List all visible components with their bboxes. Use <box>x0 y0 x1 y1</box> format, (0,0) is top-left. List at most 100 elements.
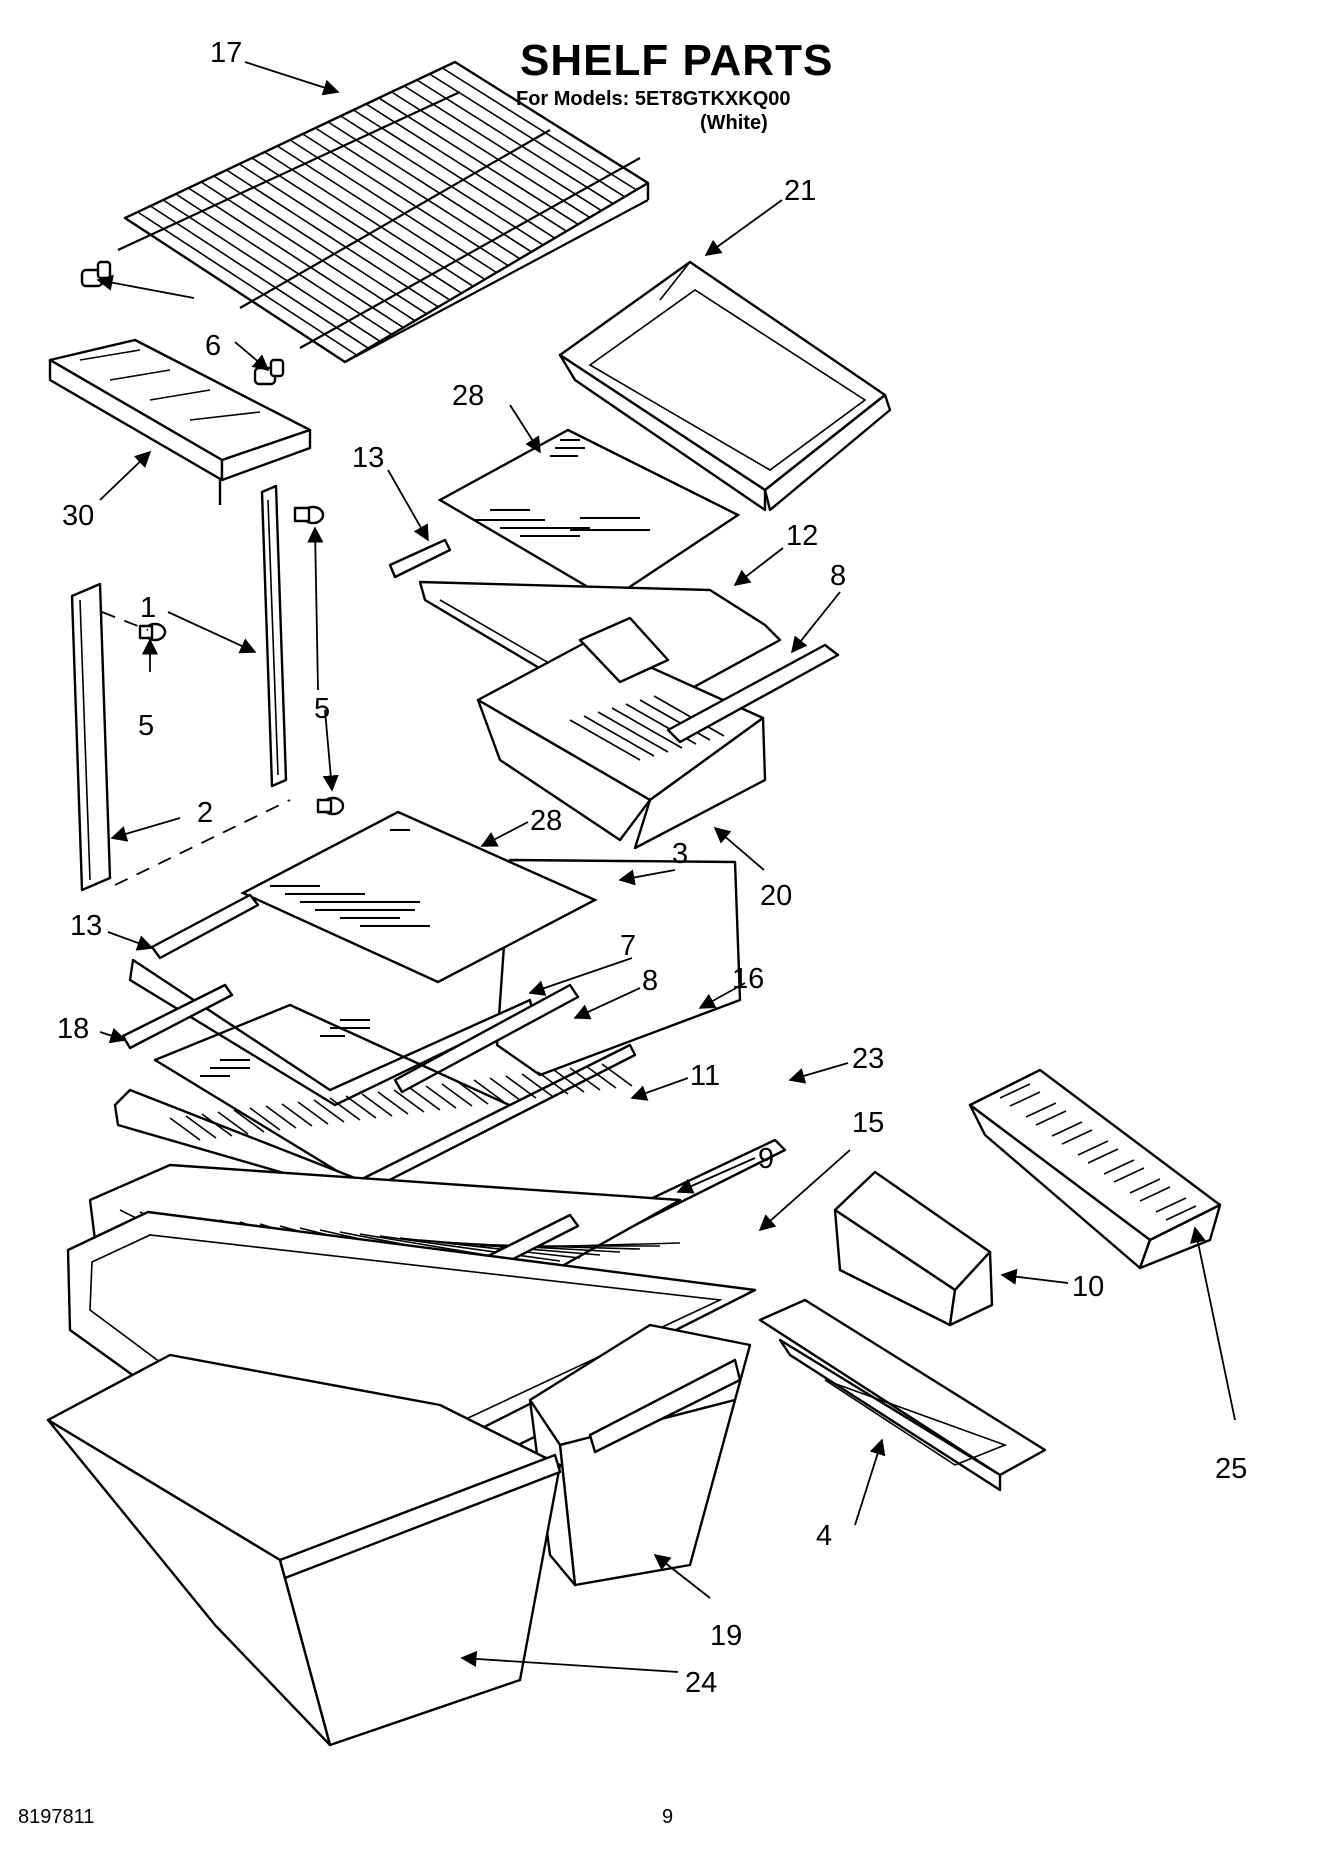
drawing-stroke <box>1155 1197 1187 1213</box>
drawing-stroke <box>999 1083 1031 1099</box>
page-title: SHELF PARTS <box>520 36 834 85</box>
drawing-stroke <box>1051 1121 1083 1137</box>
drawing-stroke <box>1129 1178 1161 1194</box>
callout-13-top: 13 <box>352 442 384 474</box>
drawing-stroke <box>1165 1205 1197 1221</box>
drawing-stroke <box>1087 1148 1119 1164</box>
support-peg-part-6 <box>80 260 285 386</box>
drawing-stroke <box>441 67 637 191</box>
drawing-stroke <box>329 1097 361 1121</box>
drawing-stroke <box>429 73 626 198</box>
callout-labels: 17 6 30 21 28 13 12 8 1 5 5 2 28 3 20 13… <box>57 37 1247 1699</box>
drawing-stroke <box>521 1073 553 1097</box>
callout-3: 3 <box>672 838 688 870</box>
callout-11: 11 <box>690 1060 720 1092</box>
drawing-stroke <box>639 699 711 741</box>
drawing-stroke <box>302 133 509 267</box>
callout-8-lower: 8 <box>642 965 658 997</box>
callout-8-top: 8 <box>830 560 846 592</box>
ice-tray-part-25 <box>968 1068 1222 1270</box>
drawing-stroke <box>416 79 614 205</box>
callout-16: 16 <box>732 963 764 995</box>
drawing-stroke <box>569 1067 601 1091</box>
color-line: (White) <box>700 112 768 134</box>
drawing-stroke <box>313 1099 345 1123</box>
callout-12: 12 <box>786 520 818 552</box>
crisper-drawer-part-24 <box>46 1353 562 1747</box>
meat-drawer-part-20 <box>476 616 767 850</box>
bracket-part-4 <box>758 1298 1047 1492</box>
drawing-stroke <box>249 1107 281 1131</box>
bin-part-10 <box>833 1170 994 1327</box>
drawing-stroke <box>391 91 591 219</box>
callout-28-top: 28 <box>452 380 484 412</box>
drawing-stroke <box>188 187 404 329</box>
shelf-rail-part-1 <box>260 484 288 788</box>
drawing-stroke <box>345 1095 377 1119</box>
drawing-stroke <box>1035 1110 1067 1126</box>
drawing-stroke <box>1077 1140 1109 1156</box>
callout-24: 24 <box>685 1667 717 1699</box>
drawing-stroke <box>314 127 521 260</box>
drawing-stroke <box>473 1079 505 1103</box>
drawing-stroke <box>137 211 358 356</box>
drawing-stroke <box>124 217 346 363</box>
callout-28-mid: 28 <box>530 805 562 837</box>
shelf-frame-part-7 <box>128 958 580 1107</box>
drawing-stroke <box>489 1077 521 1101</box>
drawing-stroke <box>1061 1129 1093 1145</box>
leader-lines <box>96 61 1236 1673</box>
drawing-stroke <box>297 1101 329 1125</box>
drawing-stroke <box>251 157 462 294</box>
drawing-stroke <box>457 1081 489 1105</box>
callout-7: 7 <box>620 930 636 962</box>
callout-1: 1 <box>140 592 156 624</box>
callout-21: 21 <box>784 175 816 207</box>
drawing-stroke <box>1025 1102 1057 1118</box>
drawing-stroke <box>289 139 497 274</box>
callout-13-lower: 13 <box>70 910 102 942</box>
callout-5-right: 5 <box>314 693 330 725</box>
callout-4: 4 <box>816 1520 832 1552</box>
drawing-stroke <box>175 193 393 336</box>
drawing-stroke <box>441 1083 473 1107</box>
callout-25: 25 <box>1215 1453 1247 1485</box>
drawing-stroke <box>505 1075 537 1099</box>
drawing-stroke <box>585 1065 617 1089</box>
drawing-stroke <box>454 61 649 184</box>
drawing-stroke <box>162 199 381 343</box>
drawing-stroke <box>393 1089 425 1113</box>
wire-shelf-part-17 <box>117 60 650 364</box>
drawing-stroke <box>213 175 428 315</box>
drawing-stroke <box>409 1087 441 1111</box>
drawing-stroke <box>340 115 544 246</box>
drawing-stroke <box>583 715 655 757</box>
drawing-stroke <box>378 97 579 225</box>
document-number: 8197811 <box>18 1806 95 1828</box>
drawing-stroke <box>353 109 556 239</box>
drawing-stroke <box>265 1105 297 1129</box>
drawing-stroke <box>185 1115 217 1139</box>
drawing-stroke <box>1139 1186 1171 1202</box>
callout-23: 23 <box>852 1043 884 1075</box>
drawing-stroke <box>264 151 474 287</box>
drawing-stroke <box>217 1111 249 1135</box>
callout-19: 19 <box>710 1620 742 1652</box>
callout-9: 9 <box>758 1143 774 1175</box>
callout-6: 6 <box>205 330 221 362</box>
trim-part-18 <box>121 983 234 1050</box>
callout-20: 20 <box>760 880 792 912</box>
drawing-stroke <box>200 181 416 322</box>
drawing-stroke <box>238 163 451 301</box>
drawing-stroke <box>379 1235 561 1262</box>
callout-2: 2 <box>197 797 213 829</box>
trim-part-13-top <box>388 538 452 579</box>
drawing-stroke <box>403 85 602 212</box>
drawing-stroke <box>281 1103 313 1127</box>
drawing-stroke <box>365 103 567 232</box>
drawing-stroke <box>361 1093 393 1117</box>
drawing-stroke <box>276 145 486 281</box>
drawing-stroke <box>1009 1091 1041 1107</box>
drawing-stroke <box>569 719 641 761</box>
